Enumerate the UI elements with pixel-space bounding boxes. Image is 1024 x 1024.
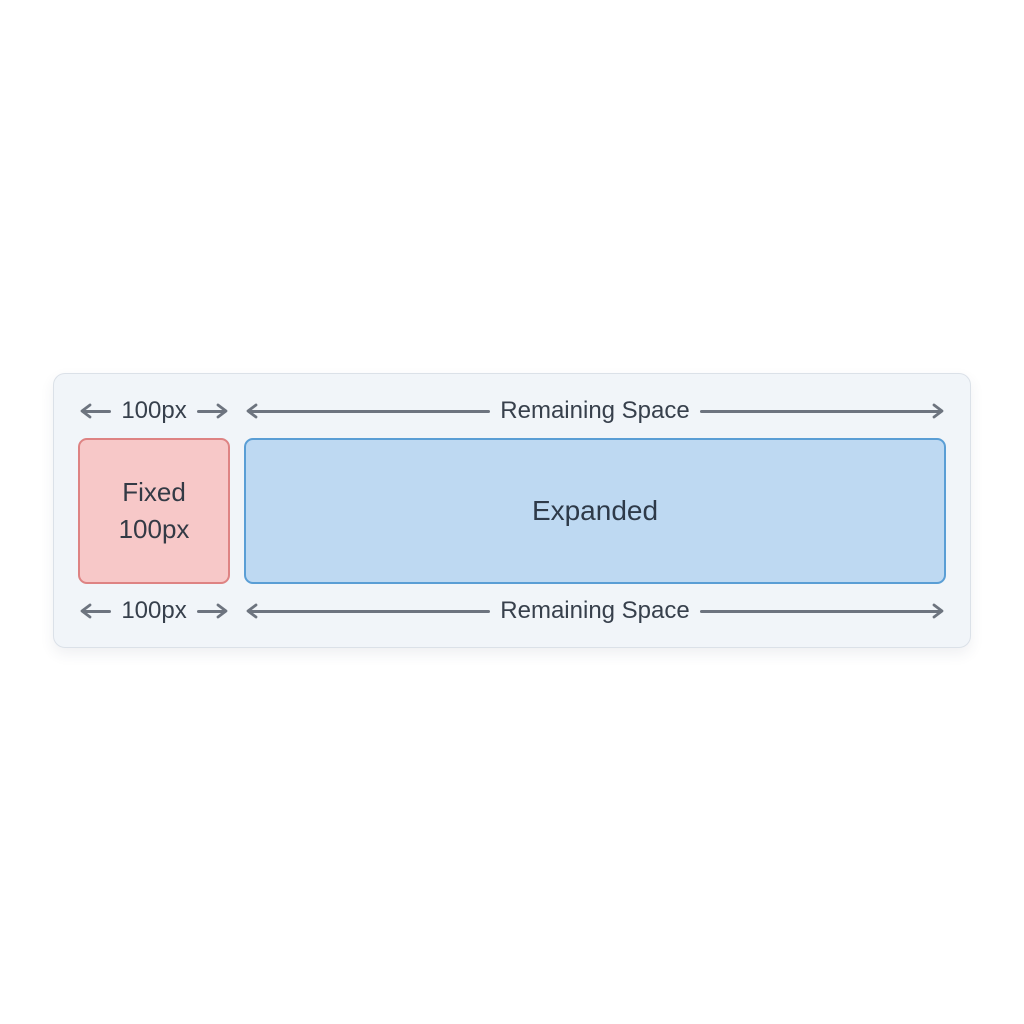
arrow-right-icon: [932, 603, 944, 619]
arrow-line: [82, 409, 112, 413]
expanded-box-label: Expanded: [531, 495, 659, 526]
measure-label-fixed-bottom: 100px: [121, 597, 187, 624]
measure-label-flexible-top: Remaining Space: [500, 397, 690, 424]
measure-label-fixed-top: 100px: [121, 397, 187, 424]
fixed-width-box: Fixed 100px: [78, 438, 230, 584]
fixed-box-label-line2: 100px: [118, 514, 190, 544]
measure-bottom-flexible: Remaining Space: [244, 596, 946, 626]
arrow-right-icon: [216, 603, 228, 619]
arrow-line: [196, 609, 227, 613]
arrow-line: [82, 609, 112, 613]
arrow-line: [196, 409, 227, 413]
measure-top-flexible: Remaining Space: [244, 396, 946, 426]
fixed-box-label-line1: Fixed: [122, 477, 186, 508]
measure-label-flexible-bottom: Remaining Space: [500, 597, 690, 624]
arrow-right-icon: [216, 403, 228, 419]
expanded-box: Expanded: [244, 438, 946, 584]
arrow-line: [248, 609, 491, 613]
measure-top-fixed: 100px: [78, 396, 230, 426]
arrow-right-icon: [932, 403, 944, 419]
arrow-line: [699, 609, 943, 613]
layout-diagram-card: 100px Remaining Space Fixed 100px Expand…: [53, 373, 971, 648]
arrow-line: [699, 409, 943, 413]
arrow-line: [248, 409, 491, 413]
measure-bottom-fixed: 100px: [78, 596, 230, 626]
